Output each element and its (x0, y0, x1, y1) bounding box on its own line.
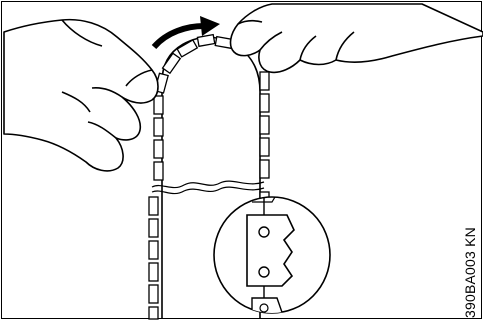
hand-icon (229, 3, 483, 74)
hand-icon (3, 18, 159, 172)
chain-mounting-illustration (3, 3, 483, 320)
saw-chain-icon (148, 33, 270, 320)
figure-code-label: 390BA003 KN (462, 227, 478, 318)
direction-arrow-icon (151, 16, 220, 50)
chain-link-detail-icon (213, 196, 331, 314)
